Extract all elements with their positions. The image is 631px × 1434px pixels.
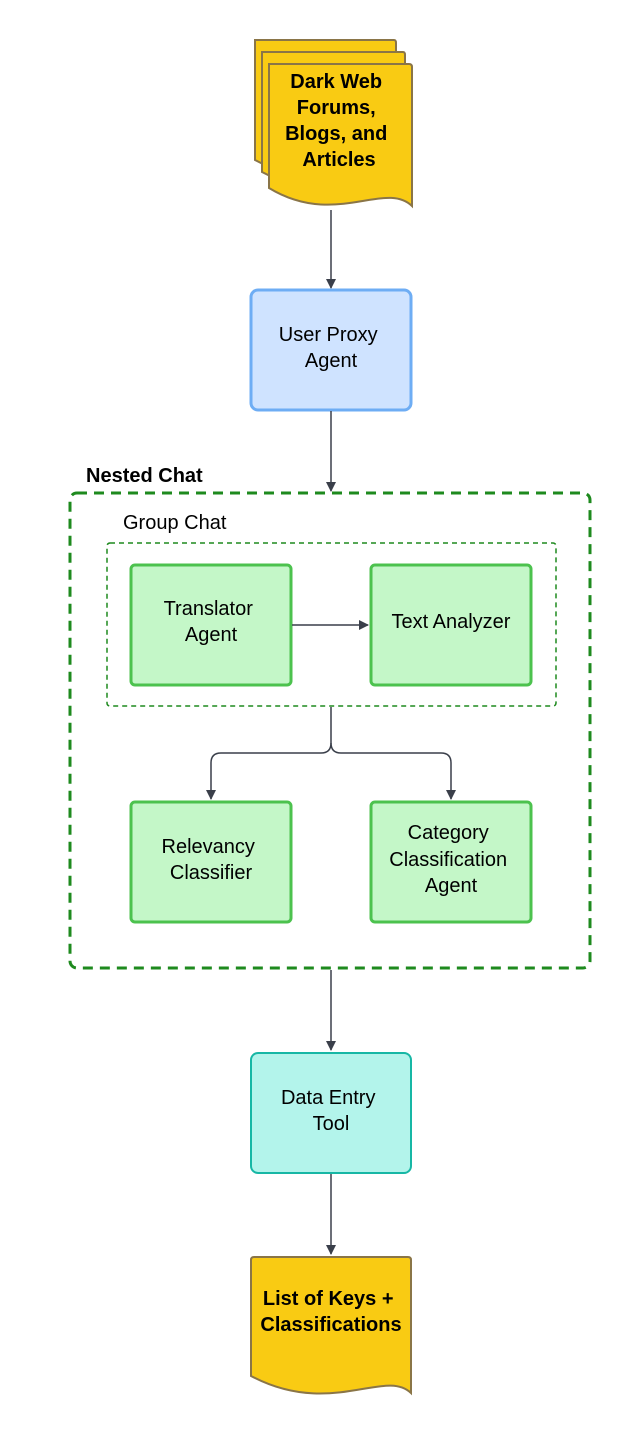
arrow-group-chat-to-category [330,742,456,800]
relevancy-classifier-node: Relevancy Classifier [129,800,293,924]
category-label-line-2: Classification [389,849,507,871]
source-label-line-4: Articles [302,149,375,171]
svg-text:Category Classification: Category Classification Agent [389,822,512,897]
output-document-shape [250,1256,412,1396]
output-label-line-1: List of Keys + [263,1288,394,1310]
source-label-line-3: Blogs, and [285,123,387,145]
relevancy-classifier-box [129,800,293,924]
text-analyzer-label: Text Analyzer [392,611,511,633]
text-analyzer-box [369,563,533,687]
translator-label-line-2: Agent [185,624,238,646]
nested-chat-title: Nested Chat [86,465,203,487]
data-entry-label-line-2: Tool [313,1113,350,1135]
translator-label-line-1: Translator [164,598,254,620]
category-classification-agent-node: Category Classification Agent [369,800,533,924]
source-documents: Dark Web Forums, Blogs, and Articles [254,39,413,209]
user-proxy-agent-node: User Proxy Agent [249,288,413,412]
user-proxy-label-line-1: User Proxy [279,324,378,346]
svg-text:Relevancy Classifier: Relevancy Classifier [162,836,261,884]
user-proxy-agent-box [249,288,413,412]
relevancy-label-line-2: Classifier [170,862,253,884]
data-entry-tool-node: Data Entry Tool [250,1052,412,1174]
category-label-line-3: Agent [425,875,478,897]
source-label-line-2: Forums, [297,97,376,119]
branch-connector [206,707,456,800]
svg-text:Data Entry Tool: Data Entry Tool [281,1087,381,1135]
svg-text:User Proxy Agent: User Proxy Agent [279,324,383,372]
svg-text:Translator Agent: Translator Agent [164,598,259,646]
output-label-line-2: Classifications [260,1314,401,1336]
category-label-line-1: Category [408,822,489,844]
arrow-group-chat-to-relevancy [206,707,332,800]
data-entry-tool-box [250,1052,412,1174]
svg-text:Text Analyzer: Text Analyzer [392,611,511,633]
user-proxy-label-line-2: Agent [305,350,358,372]
translator-agent-box [129,563,293,687]
data-entry-label-line-1: Data Entry [281,1087,375,1109]
category-classification-agent-box [369,800,533,924]
svg-text:Dark Web Forums, B: Dark Web Forums, Blogs, and Articles [285,71,393,171]
translator-agent-node: Translator Agent [129,563,293,687]
group-chat-title: Group Chat [123,512,227,534]
svg-text:List of Keys + Classific: List of Keys + Classifications [260,1288,401,1336]
output-document: List of Keys + Classifications [250,1256,412,1396]
relevancy-label-line-1: Relevancy [162,836,255,858]
text-analyzer-node: Text Analyzer [369,563,533,687]
source-label-line-1: Dark Web [290,71,382,93]
group-chat-container [106,542,557,707]
source-document-front [268,63,413,209]
nested-chat-container [68,491,592,970]
